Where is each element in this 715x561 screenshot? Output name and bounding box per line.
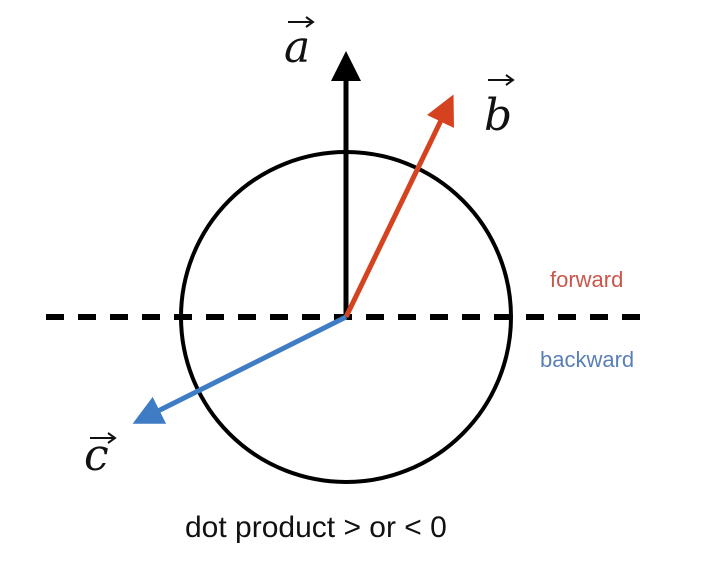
vector-c-label: c (84, 430, 117, 481)
vector-b-overarrow (488, 74, 515, 86)
caption: dot product > or < 0 (185, 511, 447, 544)
forward-label: forward (550, 267, 623, 292)
vector-c-overarrow (90, 432, 117, 444)
vector-a-label: a (284, 16, 315, 73)
vector-b-text: b (484, 90, 512, 141)
vector-b-label: b (484, 74, 515, 141)
vector-a-overarrow (288, 16, 315, 28)
vector-a-text: a (284, 22, 310, 73)
backward-label: backward (540, 347, 634, 372)
vector-b-arrow (343, 94, 454, 319)
vector-c-arrow (132, 314, 348, 424)
